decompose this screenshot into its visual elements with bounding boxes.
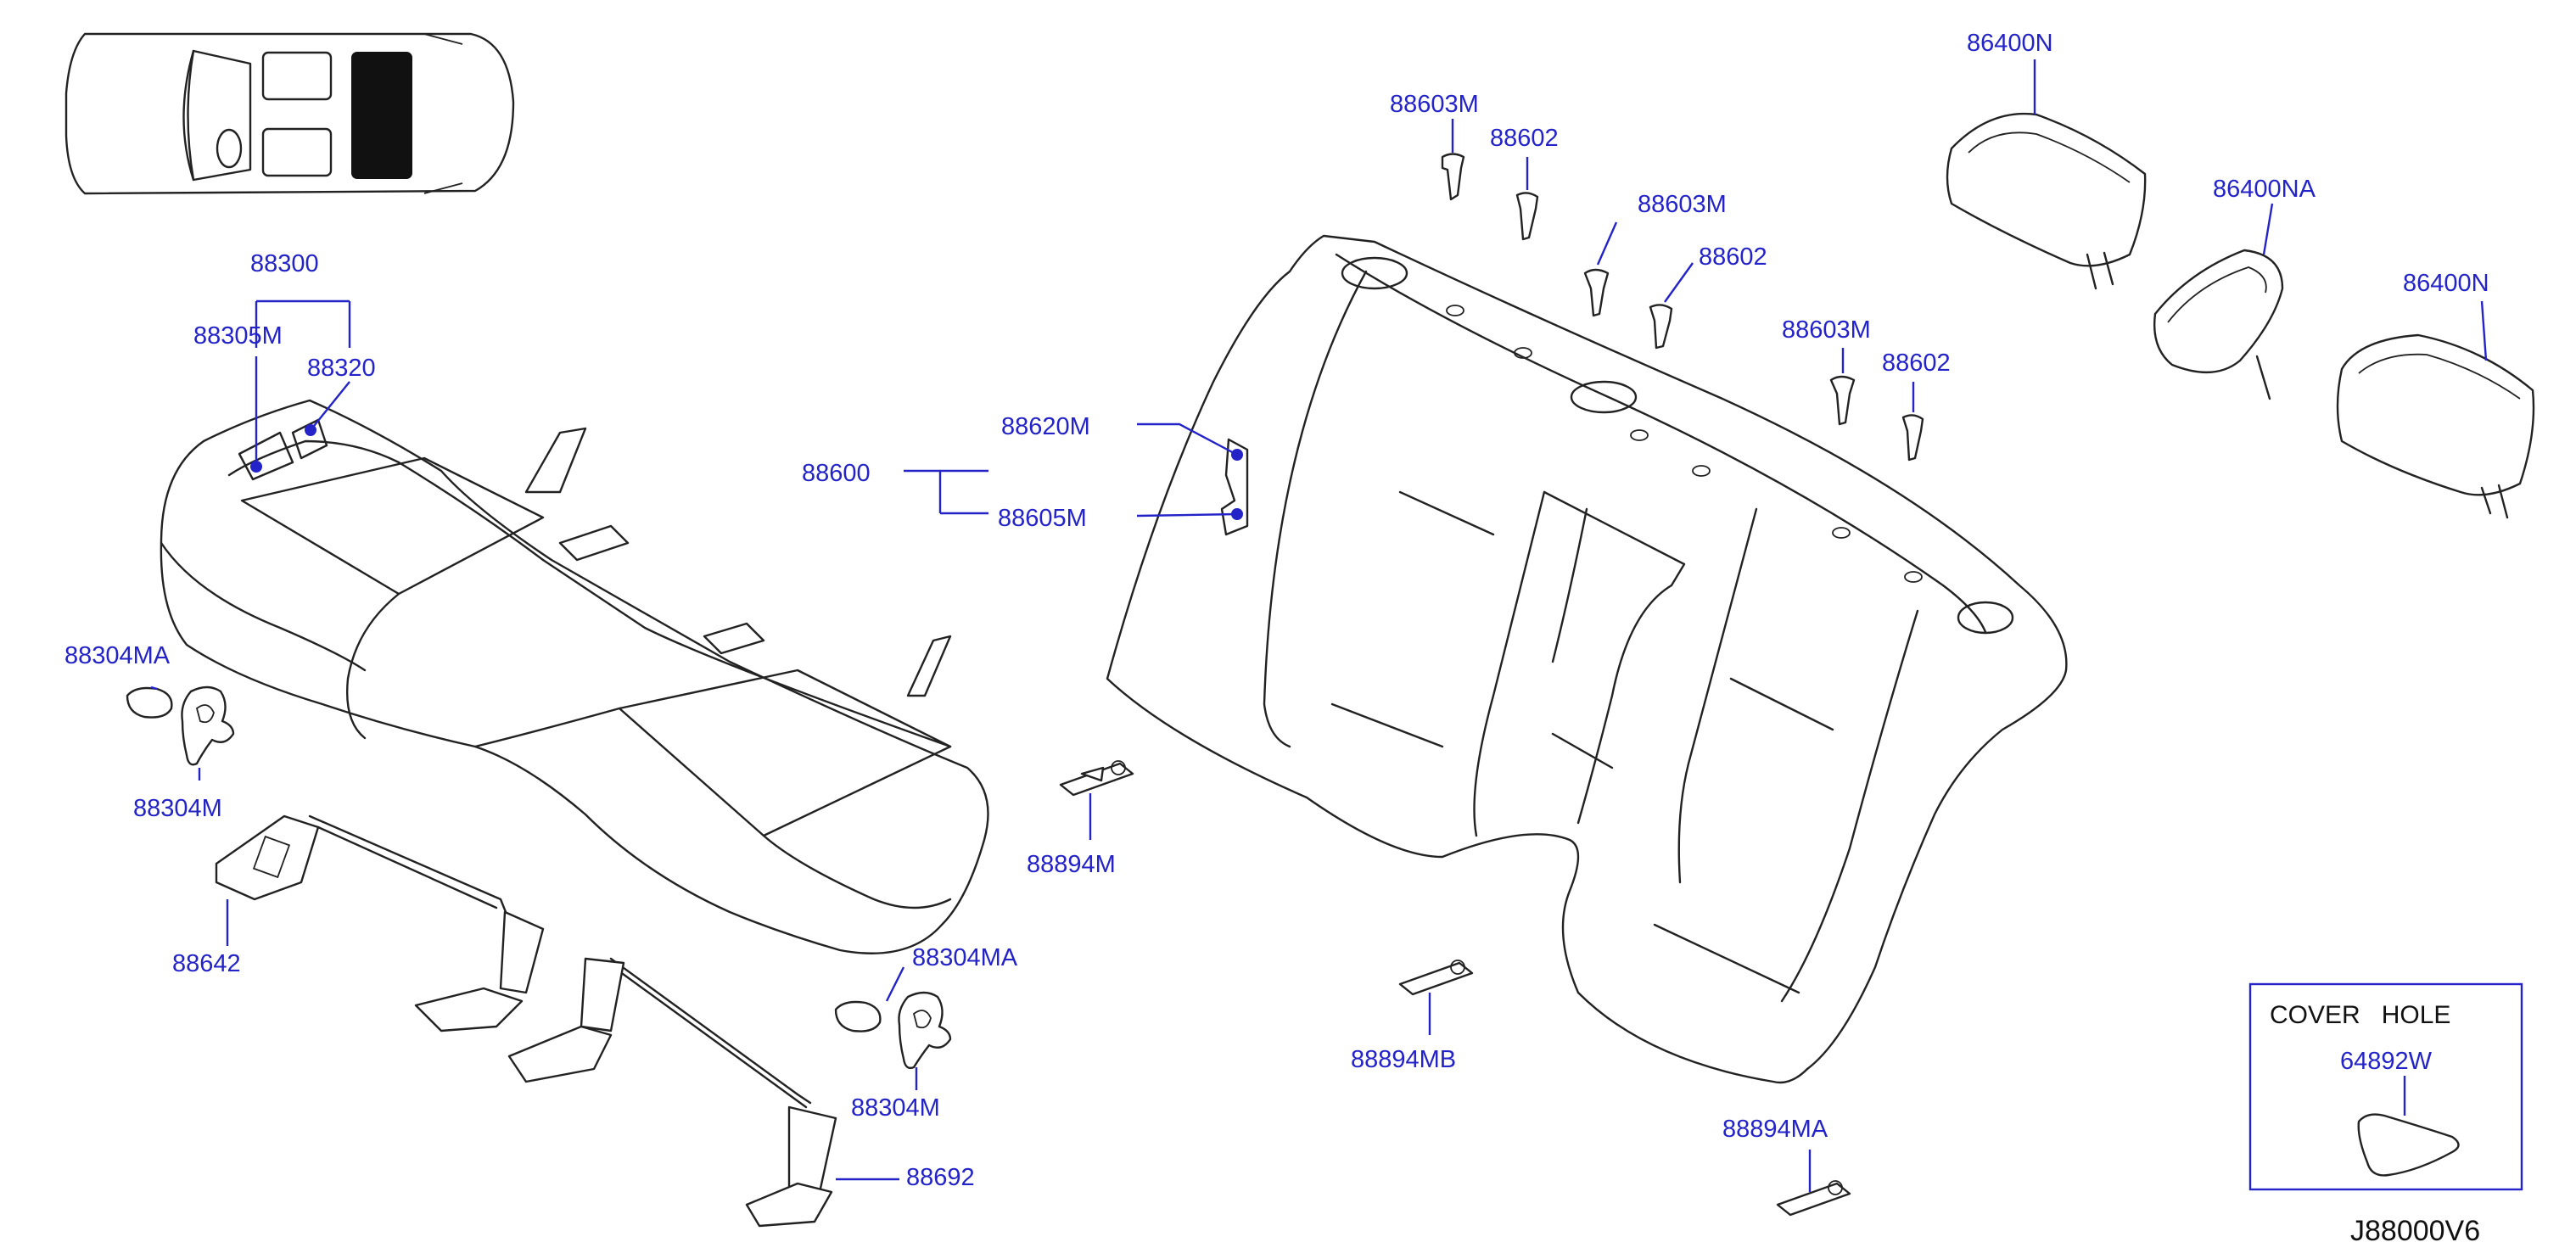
headrest-86400NA-icon <box>2153 249 2284 400</box>
cover-hole-box: COVER HOLE 64892W <box>2248 982 2523 1191</box>
callout-88602-2[interactable]: 88602 <box>1699 243 1767 271</box>
cover-hole-cap-icon <box>2357 1113 2460 1177</box>
wire-frame-88642-icon <box>215 814 545 1032</box>
callout-88603M-3[interactable]: 88603M <box>1782 316 1871 344</box>
callout-86400N-2[interactable]: 86400N <box>2403 270 2489 297</box>
clip-88304-right-icon <box>834 991 952 1070</box>
callout-88304MA-left[interactable]: 88304MA <box>64 642 171 669</box>
callout-88894MB[interactable]: 88894MB <box>1351 1046 1456 1073</box>
callout-88692[interactable]: 88692 <box>906 1164 975 1191</box>
headrest-86400N-2-icon <box>2336 333 2535 519</box>
callout-88304MA-right[interactable]: 88304MA <box>912 944 1018 971</box>
bracket-88894M-icon <box>1059 760 1134 797</box>
seat-cushion-illustration <box>160 399 989 954</box>
headrest-guide-pins-icon <box>1441 153 1924 462</box>
clip-88304-left-icon <box>126 685 235 766</box>
car-locator-icon <box>64 32 515 195</box>
bracket-88894MA-icon <box>1776 1180 1851 1217</box>
callout-88603M-1[interactable]: 88603M <box>1390 91 1479 118</box>
callout-64892W[interactable]: 64892W <box>2340 1048 2433 1075</box>
bracket-88894MB-icon <box>1398 960 1474 996</box>
cover-hole-title: COVER HOLE <box>2270 1001 2450 1029</box>
wire-frame-88692-icon <box>507 957 837 1228</box>
callout-88304M-left[interactable]: 88304M <box>133 795 222 822</box>
callout-88320[interactable]: 88320 <box>307 355 376 382</box>
callout-86400NA[interactable]: 86400NA <box>2213 176 2316 203</box>
callout-88304M-right[interactable]: 88304M <box>851 1094 940 1122</box>
callout-88642[interactable]: 88642 <box>172 950 241 977</box>
callout-88605M[interactable]: 88605M <box>998 505 1087 532</box>
callout-88620M[interactable]: 88620M <box>1001 413 1090 440</box>
callout-88600[interactable]: 88600 <box>802 460 871 487</box>
callout-88305M[interactable]: 88305M <box>193 322 283 350</box>
seat-back-illustration <box>1106 234 2068 1084</box>
callout-88894MA[interactable]: 88894MA <box>1722 1116 1828 1143</box>
callout-88603M-2[interactable]: 88603M <box>1638 191 1727 218</box>
leader-lines <box>150 59 2488 1192</box>
callout-88602-1[interactable]: 88602 <box>1490 125 1559 152</box>
callout-88602-3[interactable]: 88602 <box>1882 350 1951 377</box>
callout-86400N-1[interactable]: 86400N <box>1967 30 2053 57</box>
callout-88300[interactable]: 88300 <box>250 250 319 277</box>
diagram-code: J88000V6 <box>2350 1215 2480 1247</box>
callout-88894M[interactable]: 88894M <box>1027 851 1116 878</box>
headrest-86400N-1-icon <box>1946 112 2147 290</box>
